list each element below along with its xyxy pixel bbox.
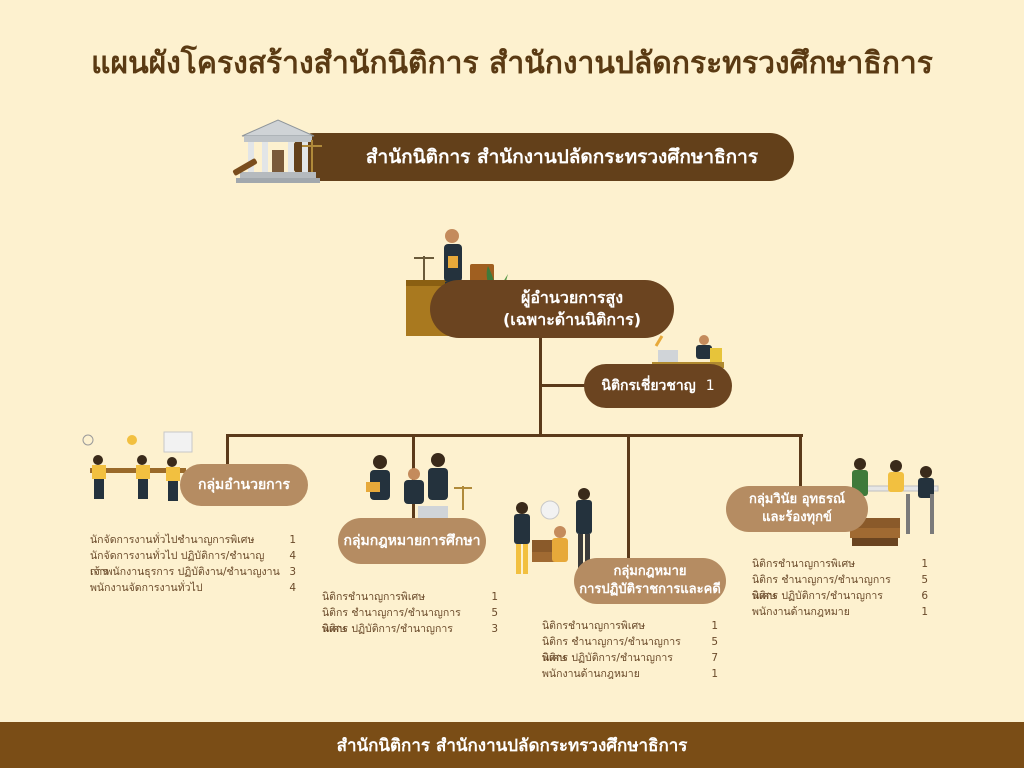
group-name-legal-operations-line1: กลุ่มกฎหมาย	[613, 564, 687, 580]
connector-group-4	[799, 434, 802, 486]
connector-group-3	[627, 434, 630, 560]
director-subtitle: (เฉพาะด้านนิติการ)	[502, 310, 642, 329]
director-box: ผู้อำนวยการสูง (เฉพาะด้านนิติการ)	[430, 280, 674, 338]
group-box-education-law: กลุ่มกฎหมายการศึกษา	[338, 518, 486, 564]
group-3-illustration	[514, 488, 592, 574]
page-title: แผนผังโครงสร้างสำนักนิติการ สำนักงานปลัด…	[91, 46, 933, 81]
courthouse-icon	[232, 119, 322, 183]
group-4-illustration	[850, 458, 939, 546]
group-1-illustration	[82, 431, 193, 501]
group-box-administration: กลุ่มอำนวยการ	[180, 464, 308, 506]
connector-expert	[539, 384, 585, 387]
office-banner: สำนักนิติการ สำนักงานปลัดกระทรวงศึกษาธิก…	[290, 133, 794, 181]
group-name-education-law: กลุ่มกฎหมายการศึกษา	[343, 532, 481, 549]
group-box-legal-operations: กลุ่มกฎหมาย การปฏิบัติราชการและคดี	[574, 558, 726, 604]
group-box-discipline-appeals: กลุ่มวินัย อุทธรณ์ และร้องทุกข์	[726, 486, 868, 532]
expert-label: นิติกรเชี่ยวชาญ	[601, 377, 696, 394]
office-banner-label: สำนักนิติการ สำนักงานปลัดกระทรวงศึกษาธิก…	[365, 146, 759, 168]
connector-group-1	[226, 434, 229, 466]
connector-director-down	[539, 330, 542, 436]
expert-count: 1	[705, 377, 715, 394]
group-name-discipline-appeals-line1: กลุ่มวินัย อุทธรณ์	[748, 492, 846, 508]
footer-label: สำนักนิติการ สำนักงานปลัดกระทรวงศึกษาธิก…	[336, 735, 688, 756]
group-2-illustration	[366, 453, 472, 524]
group-name-legal-operations-line2: การปฏิบัติราชการและคดี	[579, 582, 721, 597]
expert-box: นิติกรเชี่ยวชาญ 1	[584, 364, 732, 408]
footer-bar: สำนักนิติการ สำนักงานปลัดกระทรวงศึกษาธิก…	[0, 722, 1024, 768]
connector-horizontal	[226, 434, 803, 437]
director-title: ผู้อำนวยการสูง	[520, 288, 624, 308]
group-name-discipline-appeals-line2: และร้องทุกข์	[762, 510, 832, 525]
group-name-administration: กลุ่มอำนวยการ	[197, 476, 291, 493]
